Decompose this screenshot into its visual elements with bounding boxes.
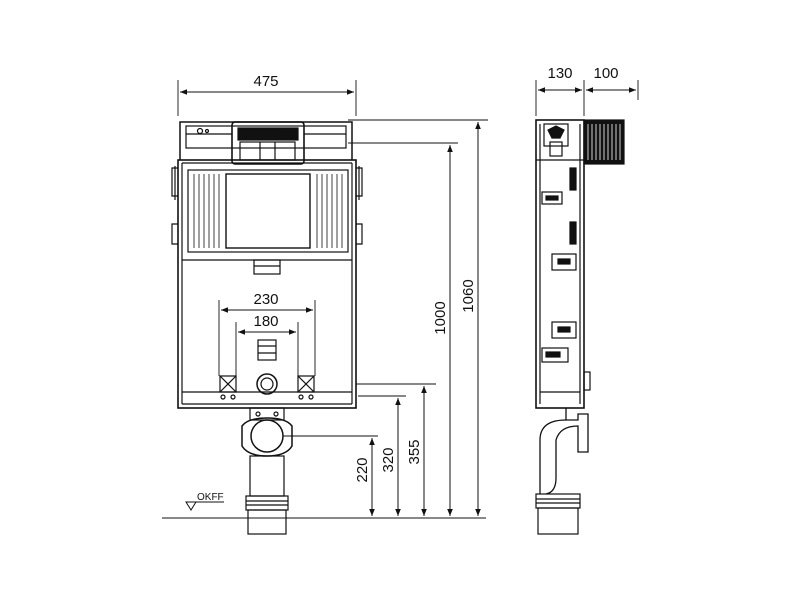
brand-badge: TECE: [282, 133, 298, 139]
height-drain-top-label: 320: [380, 447, 397, 472]
height-dimensions: [162, 119, 488, 519]
height-frame-label: 1000: [432, 301, 449, 334]
side-frame: [535, 119, 585, 409]
floor-reference-label: OKFF: [197, 492, 224, 503]
height-drain-center-label: 220: [354, 457, 371, 482]
side-extra-label: 100: [593, 65, 618, 82]
cistern-body: [187, 169, 349, 253]
frame-outline: [177, 159, 357, 409]
side-view: [535, 80, 639, 535]
side-depth-label: 130: [547, 65, 572, 82]
width-label: 475: [253, 73, 278, 90]
flush-outlet: [256, 373, 278, 395]
stud-left: [219, 375, 237, 393]
drain-pipe: [241, 417, 293, 457]
height-connection-label: 355: [406, 439, 423, 464]
front-view: TECE: [171, 80, 363, 535]
inner-spacing-label: 180: [253, 313, 278, 330]
outer-spacing-label: 230: [253, 291, 278, 308]
stud-right: [297, 375, 315, 393]
height-total-label: 1060: [460, 279, 477, 312]
flush-plate-mount: [231, 121, 305, 165]
